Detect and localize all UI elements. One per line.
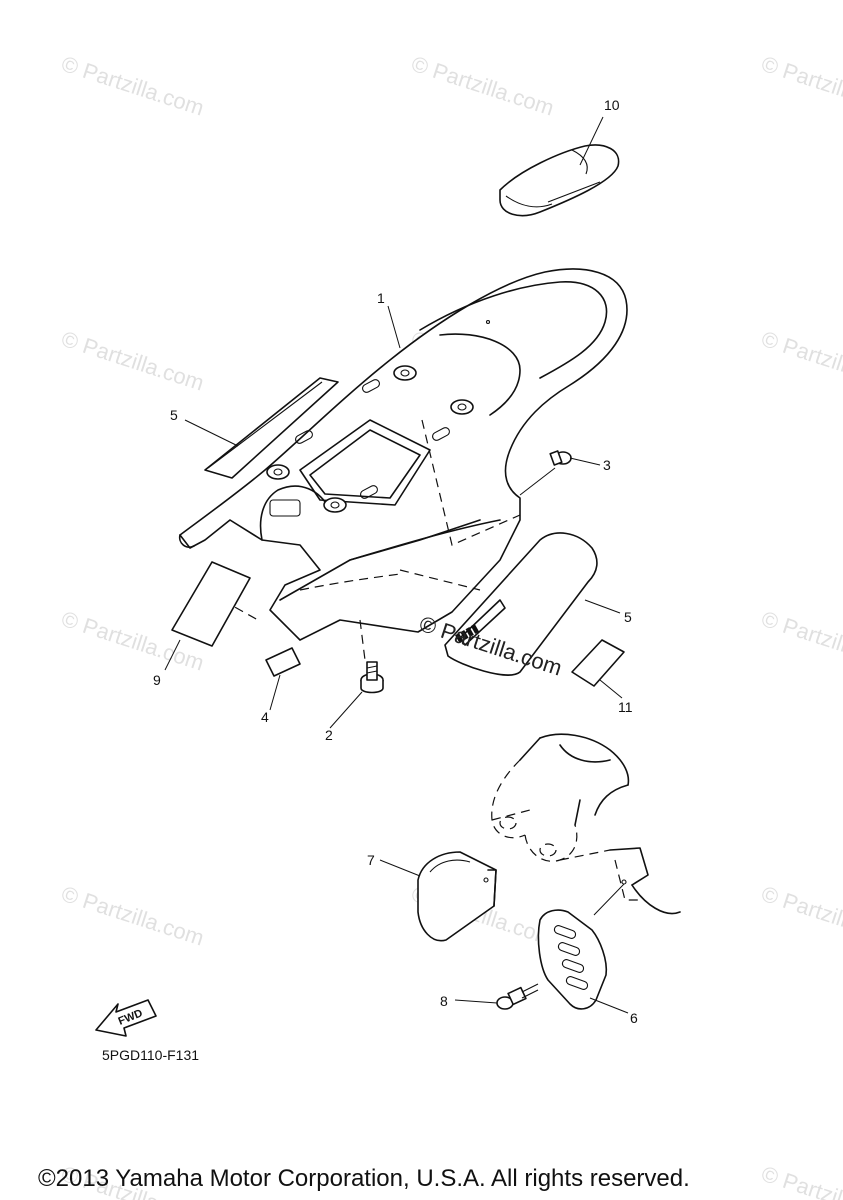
watermark: © Partzilla.com xyxy=(758,326,843,396)
part-3-screw xyxy=(549,450,572,466)
callout-8: 8 xyxy=(440,993,448,1009)
part-5-decal-lower: ▮▮▮▮ xyxy=(444,532,598,676)
part-4-tag xyxy=(265,647,301,677)
callout-1: 1 xyxy=(377,290,385,306)
callout-3: 3 xyxy=(603,457,611,473)
part-6-heel-guard xyxy=(537,909,608,1010)
callout-5-lower: 5 xyxy=(624,609,632,625)
callout-4: 4 xyxy=(261,709,269,725)
watermark: © Partzilla.com xyxy=(58,51,207,121)
callout-2: 2 xyxy=(325,727,333,743)
callout-5-upper: 5 xyxy=(170,407,178,423)
part-5-decal-upper xyxy=(204,377,339,479)
callout-11: 11 xyxy=(618,699,633,715)
part-7-bracket xyxy=(417,851,497,942)
part-1-rear-fender xyxy=(178,268,628,641)
callout-numbers: 10 1 5 3 5 9 4 2 11 7 8 6 xyxy=(153,97,638,1026)
part-11-label xyxy=(571,639,625,687)
copyright-notice: ©2013 Yamaha Motor Corporation, U.S.A. A… xyxy=(38,1165,690,1192)
callout-10: 10 xyxy=(604,97,620,113)
watermark: © Partzilla.com xyxy=(58,326,207,396)
diagram-code: 5PGD110-F131 xyxy=(102,1047,199,1063)
callout-9: 9 xyxy=(153,672,161,688)
part-2-bolt xyxy=(360,661,384,694)
part-8-bolt xyxy=(496,983,539,1010)
watermark: © Partzilla.com xyxy=(58,881,207,951)
watermark: © Partzilla.com xyxy=(758,881,843,951)
watermark: © Partzilla.com xyxy=(758,51,843,121)
watermark: © Partzilla.com xyxy=(758,606,843,676)
lower-frame-assembly xyxy=(491,733,681,915)
leader-lines xyxy=(164,116,629,1014)
part-9-label xyxy=(171,561,251,647)
callout-7: 7 xyxy=(367,852,375,868)
fwd-arrow-icon: FWD xyxy=(95,999,157,1037)
callout-6: 6 xyxy=(630,1010,638,1026)
watermark: © Partzilla.com xyxy=(408,51,557,121)
part-10-pad xyxy=(499,144,620,217)
watermark: © Partzilla.com xyxy=(758,1161,843,1200)
